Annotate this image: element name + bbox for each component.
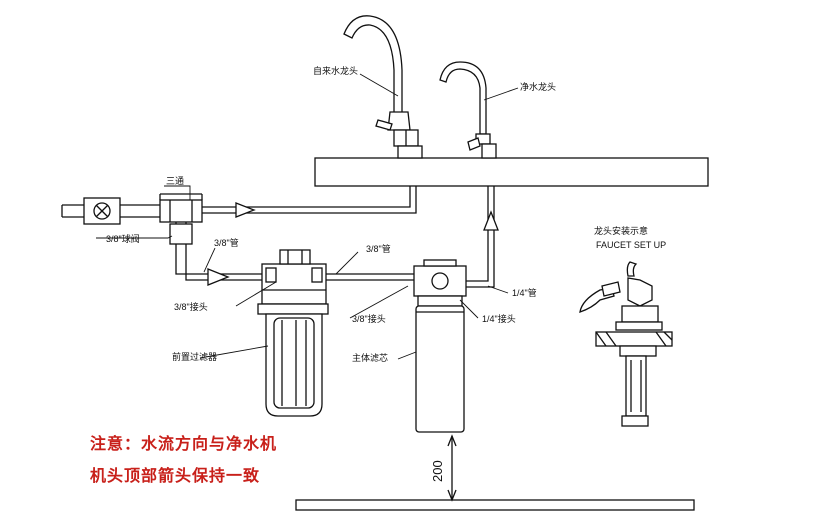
label-pipe-14: 1/4"管 [512,287,537,298]
faucet-setup-detail [579,261,673,427]
label-pure-faucet: 净水龙头 [520,81,556,92]
floor [295,499,695,511]
inlet-valve [83,197,121,225]
label-fitting-38-a: 3/8"接头 [174,301,208,312]
flow-arrow-tap [235,202,256,218]
tap-water-faucet [343,15,423,159]
pipe-to-prefilter [175,244,262,275]
label-fitting-14: 1/4"接头 [482,313,516,324]
label-main-filter: 主体滤芯 [352,352,388,363]
label-pipe-38-b: 3/8"管 [366,243,391,254]
label-dimension: 200 [430,460,445,482]
flow-arrow-prefilter [207,268,230,286]
dimension-200 [447,434,457,502]
label-fitting-38-b: 3/8"接头 [352,313,386,324]
ball-valve [169,223,193,245]
note-line-1: 注意：水流方向与净水机 [90,434,278,453]
leader-lines [96,73,519,360]
note-line-2: 机头顶部箭头保持一致 [90,466,261,485]
label-pipe-38-a: 3/8"管 [214,237,239,248]
tee-fitting [159,199,203,223]
main-filter [413,259,467,433]
label-pre-filter: 前置过滤器 [172,351,217,362]
label-tap-faucet: 自来水龙头 [313,65,358,76]
countertop [314,157,709,187]
pipe-to-pure-faucet [466,186,489,282]
flow-arrow-pure [483,210,499,231]
pre-filter [257,249,329,417]
pure-water-faucet [439,61,497,159]
label-tee: 三通 [166,176,184,186]
label-faucet-setup-en: FAUCET SET UP [596,240,666,250]
label-ball-valve: 3/8"球阀 [106,233,140,244]
tap-supply-pipe [202,186,411,208]
label-faucet-setup-cn: 龙头安装示意 [594,225,648,236]
